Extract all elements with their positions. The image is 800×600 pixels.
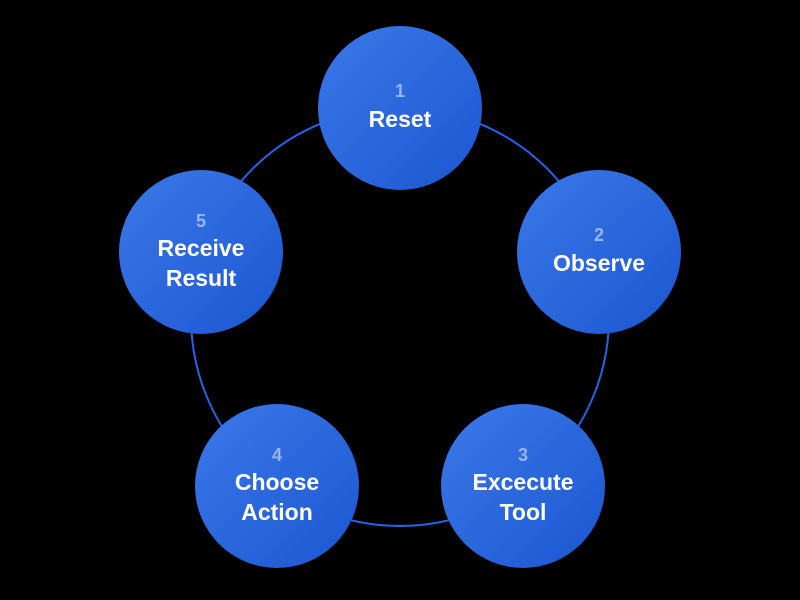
node-execute-tool: 3 Excecute Tool bbox=[441, 404, 605, 568]
node-label: Receive Result bbox=[157, 235, 245, 291]
node-label: Excecute Tool bbox=[472, 469, 574, 525]
node-label: Observe bbox=[552, 250, 646, 277]
node-observe: 2 Observe bbox=[517, 170, 681, 334]
node-reset: 1 Reset bbox=[318, 26, 482, 190]
node-number: 2 bbox=[593, 225, 604, 246]
node-number: 4 bbox=[271, 444, 282, 465]
node-number: 5 bbox=[195, 210, 206, 231]
node-number: 3 bbox=[517, 444, 528, 465]
node-number: 1 bbox=[394, 81, 405, 102]
node-receive-result: 5 Receive Result bbox=[119, 170, 283, 334]
node-label: Reset bbox=[368, 106, 432, 133]
node-label: Choose Action bbox=[234, 469, 320, 525]
node-choose-action: 4 Choose Action bbox=[195, 404, 359, 568]
